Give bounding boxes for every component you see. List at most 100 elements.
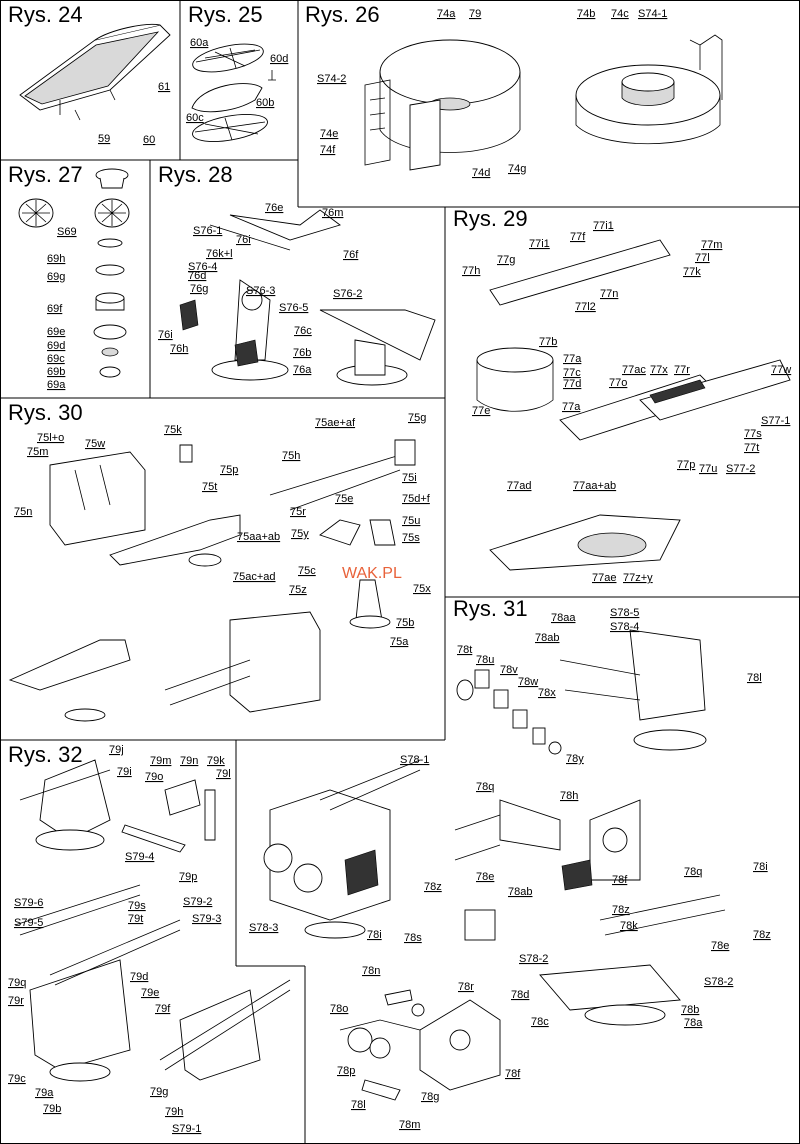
part-label: 75u <box>402 515 420 527</box>
part-label: S78-2 <box>704 976 733 988</box>
part-label: 77t <box>744 442 759 454</box>
part-label: 69f <box>47 303 63 315</box>
part-label: S76-5 <box>279 302 308 314</box>
part-label: S74-1 <box>638 8 667 20</box>
part-label: S79-3 <box>192 913 221 925</box>
part-label: 76c <box>294 325 312 337</box>
part-label: 77r <box>674 364 690 376</box>
part-label: 79k <box>207 755 225 767</box>
part-label: 78aa <box>551 612 576 624</box>
part-label: 77a <box>563 353 582 365</box>
binnacle-parts-drawing <box>18 168 130 378</box>
part-label: 78y <box>566 753 584 765</box>
part-label: S77-2 <box>726 463 755 475</box>
panel-title-rys-24: Rys. 24 <box>8 2 83 27</box>
part-label: 77l <box>695 252 710 264</box>
part-label: 75z <box>289 584 307 596</box>
part-label: 78i <box>753 861 768 873</box>
part-label: 76i <box>236 234 251 246</box>
part-label: 77x <box>650 364 668 376</box>
part-label: S79-2 <box>183 896 212 908</box>
part-label: 78v <box>500 664 518 676</box>
part-label: 79m <box>150 755 171 767</box>
part-label: 78e <box>476 871 494 883</box>
part-label: 79t <box>128 913 143 925</box>
part-label: 74d <box>472 167 490 179</box>
part-label: 75l+o <box>37 432 64 444</box>
part-label: 77z+y <box>623 572 653 584</box>
panel-title-rys-28: Rys. 28 <box>158 162 233 187</box>
part-label: 78w <box>518 676 538 688</box>
part-label: 75aa+ab <box>237 531 280 543</box>
part-label: 69d <box>47 340 65 352</box>
part-label: 75s <box>402 532 420 544</box>
part-label: 78z <box>612 904 630 916</box>
part-label: 75w <box>85 438 105 450</box>
part-label: 79s <box>128 900 146 912</box>
part-label: 60d <box>270 53 288 65</box>
part-label: 76g <box>190 283 208 295</box>
part-label: 78b <box>681 1004 699 1016</box>
part-label: 79p <box>179 871 197 883</box>
part-label: 75ac+ad <box>233 571 276 583</box>
part-label: 78ab <box>535 632 559 644</box>
part-label: S76-3 <box>246 285 275 297</box>
part-label: 78p <box>337 1065 355 1077</box>
part-label: 75k <box>164 424 182 436</box>
part-label: S77-1 <box>761 415 790 427</box>
part-label: 79g <box>150 1086 168 1098</box>
part-label: S76-1 <box>193 225 222 237</box>
part-label: 77e <box>472 405 490 417</box>
part-label: 75n <box>14 506 32 518</box>
part-label: 79a <box>35 1087 54 1099</box>
part-label: 78l <box>351 1099 366 1111</box>
part-label: S69 <box>57 226 77 238</box>
part-label: 78d <box>511 989 529 1001</box>
part-label: 78a <box>684 1017 703 1029</box>
part-label: 77a <box>562 401 581 413</box>
part-label: 79e <box>141 987 159 999</box>
part-label: S78-2 <box>519 953 548 965</box>
part-label: 78k <box>620 920 638 932</box>
part-label: 79n <box>180 755 198 767</box>
part-label: 79 <box>469 8 481 20</box>
small-boats-drawing <box>191 43 276 142</box>
part-label: 74g <box>508 163 526 175</box>
part-label: 77i1 <box>529 238 550 250</box>
panel-title-rys-29: Rys. 29 <box>453 206 528 231</box>
part-label: 77s <box>744 428 762 440</box>
part-label: 74e <box>320 128 338 140</box>
part-label: 59 <box>98 133 110 145</box>
part-label: 79o <box>145 771 163 783</box>
part-label: 77b <box>539 336 557 348</box>
torpedo-tubes-drawing <box>476 239 791 571</box>
panel-title-rys-31: Rys. 31 <box>453 596 528 621</box>
part-label: 76e <box>265 202 283 214</box>
part-label: 77aa+ab <box>573 480 616 492</box>
part-label: 76b <box>293 347 311 359</box>
part-label: 77m <box>701 239 722 251</box>
part-label: 77i1 <box>593 220 614 232</box>
part-label: 75e <box>335 493 353 505</box>
part-label: 75m <box>27 446 48 458</box>
part-label: 78q <box>476 781 494 793</box>
circular-platform-drawing <box>364 34 723 171</box>
part-label: S76-4 <box>188 261 217 273</box>
panel-title-rys-26: Rys. 26 <box>305 2 380 27</box>
part-label: 78f <box>612 874 628 886</box>
part-label: 79i <box>117 766 132 778</box>
part-label: 78n <box>362 965 380 977</box>
part-label: 75t <box>202 481 217 493</box>
part-label: 78l <box>747 672 762 684</box>
part-label: 69a <box>47 379 66 391</box>
lifeboat-drawing <box>19 23 171 121</box>
part-label: S76-2 <box>333 288 362 300</box>
part-label: S78-1 <box>400 754 429 766</box>
part-label: S79-4 <box>125 851 154 863</box>
part-label: 79j <box>109 744 124 756</box>
part-label: 77c <box>563 367 581 379</box>
part-label: 75i <box>402 472 417 484</box>
part-label: 79q <box>8 977 26 989</box>
part-label: 77o <box>609 377 627 389</box>
